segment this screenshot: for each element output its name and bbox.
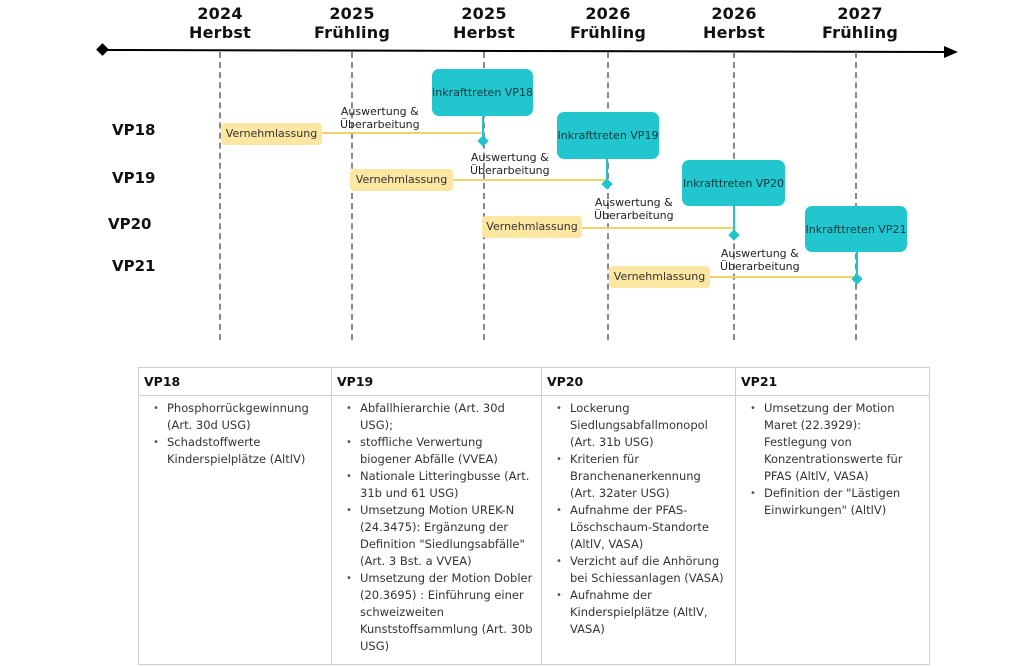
- table-cell: Umsetzung der Motion Maret (22.3929): Fe…: [736, 396, 929, 519]
- vp20-consultation-bar: Vernehmlassung: [482, 216, 582, 238]
- vp21-entry-stem: [856, 250, 858, 278]
- row-label-vp18: VP18: [112, 121, 156, 139]
- row-label-vp21: VP21: [112, 257, 156, 275]
- vp19-review-label: Auswertung &Überarbeitung: [470, 151, 550, 177]
- period-gridline: [351, 52, 353, 340]
- vp18-entry-box: Inkrafttreten VP18: [432, 69, 533, 116]
- table-header: VP18: [139, 368, 331, 396]
- vp20-review-label: Auswertung &Überarbeitung: [594, 196, 674, 222]
- period-gridline: [219, 52, 221, 340]
- table-column-vp20: VP20 Lockerung Siedlungsabfallmonopol (A…: [542, 368, 736, 664]
- vp19-review-line: [453, 179, 608, 181]
- list-item: Kriterien für Branchenanerkennung (Art. …: [556, 451, 729, 502]
- table-column-vp19: VP19 Abfallhierarchie (Art. 30d USG); st…: [332, 368, 542, 664]
- axis-arrowhead: [944, 46, 958, 58]
- period-gridline: [855, 52, 857, 340]
- list-item: Lockerung Siedlungsabfallmonopol (Art. 3…: [556, 400, 729, 451]
- vp19-entry-box: Inkrafttreten VP19: [557, 112, 659, 159]
- vp21-review-line: [710, 276, 856, 278]
- table-cell: Phosphorrückgewinnung (Art. 30d USG) Sch…: [139, 396, 331, 468]
- vp18-entry-marker: [477, 135, 489, 147]
- table-header: VP20: [542, 368, 735, 396]
- list-item: Schadstoffwerte Kinderspielplätze (AltlV…: [153, 434, 325, 468]
- list-item: Umsetzung der Motion Maret (22.3929): Fe…: [750, 400, 923, 485]
- measures-table: VP18 Phosphorrückgewinnung (Art. 30d USG…: [138, 367, 930, 665]
- row-label-vp19: VP19: [112, 169, 156, 187]
- vp21-entry-box: Inkrafttreten VP21: [805, 206, 907, 252]
- table-header: VP21: [736, 368, 929, 396]
- list-item: Umsetzung Motion UREK-N (24.3475): Ergän…: [346, 502, 535, 570]
- list-item: Phosphorrückgewinnung (Art. 30d USG): [153, 400, 325, 434]
- row-label-vp20: VP20: [108, 215, 152, 233]
- list-item: Verzicht auf die Anhörung bei Schiessanl…: [556, 553, 729, 587]
- vp20-entry-marker: [728, 229, 740, 241]
- vp19-entry-stem: [606, 158, 608, 184]
- vp18-consultation-bar: Vernehmlassung: [221, 123, 322, 145]
- vp20-entry-stem: [733, 205, 735, 233]
- table-column-vp18: VP18 Phosphorrückgewinnung (Art. 30d USG…: [139, 368, 332, 664]
- list-item: Aufnahme der Kinderspielplätze (AltlV, V…: [556, 587, 729, 638]
- vp18-review-label: Auswertung &Überarbeitung: [340, 105, 420, 131]
- vp18-entry-stem: [482, 114, 484, 140]
- timeline-axis: [96, 43, 958, 58]
- vp21-review-label: Auswertung &Überarbeitung: [720, 247, 800, 273]
- table-cell: Lockerung Siedlungsabfallmonopol (Art. 3…: [542, 396, 735, 638]
- vp21-consultation-bar: Vernehmlassung: [609, 266, 710, 288]
- vp18-review-line: [322, 132, 484, 134]
- vp20-review-line: [582, 227, 734, 229]
- vp20-entry-box: Inkrafttreten VP20: [682, 160, 785, 206]
- list-item: Umsetzung der Motion Dobler (20.3695) : …: [346, 570, 535, 655]
- vp19-consultation-bar: Vernehmlassung: [350, 169, 453, 191]
- list-item: stoffliche Verwertung biogener Abfälle (…: [346, 434, 535, 468]
- list-item: Abfallhierarchie (Art. 30d USG);: [346, 400, 535, 434]
- list-item: Definition der "Lästigen Einwirkungen" (…: [750, 485, 923, 519]
- list-item: Aufnahme der PFAS-Löschschaum-Standorte …: [556, 502, 729, 553]
- table-cell: Abfallhierarchie (Art. 30d USG); stoffli…: [332, 396, 541, 655]
- table-column-vp21: VP21 Umsetzung der Motion Maret (22.3929…: [736, 368, 929, 664]
- period-gridline: [483, 52, 485, 340]
- table-header: VP19: [332, 368, 541, 396]
- list-item: Nationale Litteringbusse (Art. 31b und 6…: [346, 468, 535, 502]
- axis-start-diamond: [96, 43, 109, 56]
- period-gridline: [607, 52, 609, 340]
